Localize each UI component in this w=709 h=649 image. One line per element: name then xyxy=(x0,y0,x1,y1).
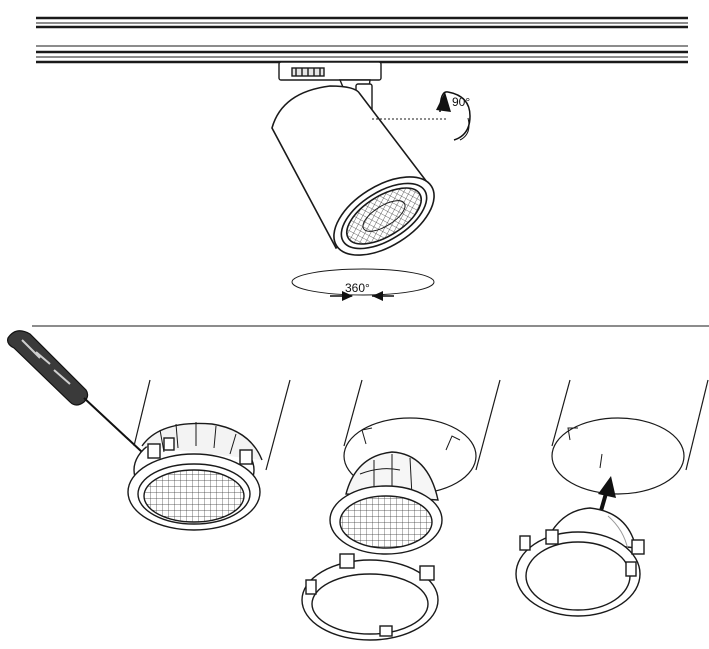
step3-reflector-ring xyxy=(515,507,645,617)
step1-reflector-ring xyxy=(127,422,263,531)
tilt-arrow-icon xyxy=(436,91,471,141)
track-rail xyxy=(36,16,688,64)
step2-front-ring xyxy=(301,553,439,641)
step3-housing xyxy=(551,379,709,495)
screwdriver-icon xyxy=(7,330,143,453)
step2-reflector xyxy=(329,451,443,555)
rotation-angle-label: 360° xyxy=(345,281,370,295)
tilt-angle-label: 90° xyxy=(452,95,470,109)
rotation-indicator xyxy=(291,268,435,301)
step1-housing xyxy=(133,379,291,471)
spotlight-body xyxy=(271,85,435,256)
